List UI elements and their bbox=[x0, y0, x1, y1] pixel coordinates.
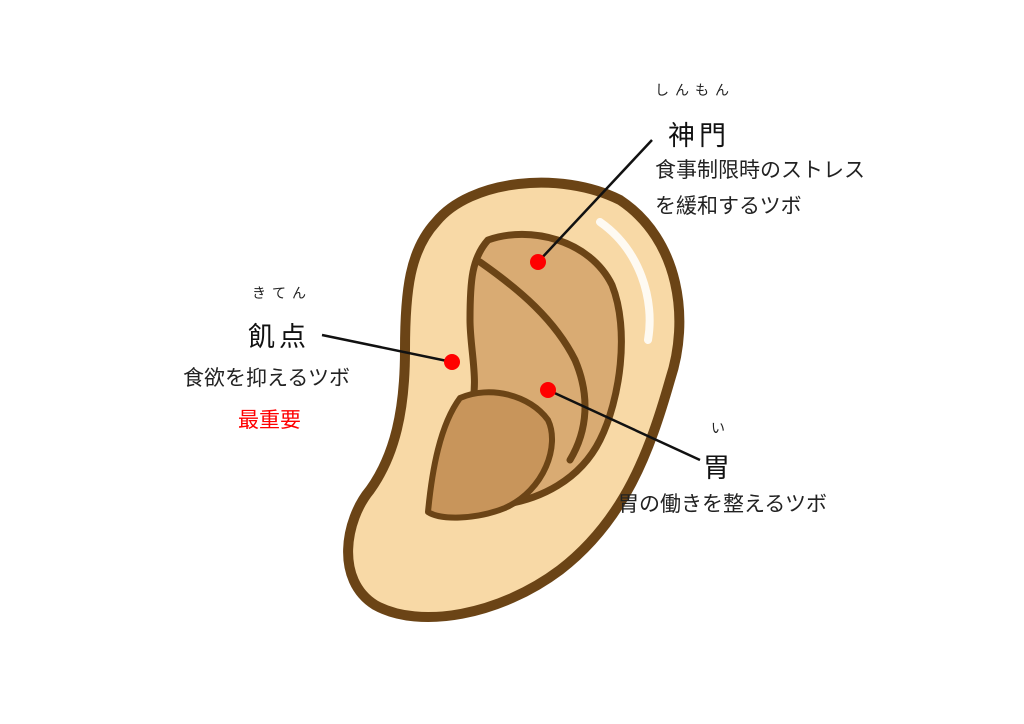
i-name: 胃 bbox=[703, 453, 734, 484]
kiten-description: 食欲を抑えるツボ bbox=[183, 366, 350, 390]
helix-highlight bbox=[596, 218, 654, 344]
kiten-importance-note: 最重要 bbox=[238, 408, 301, 432]
leader-line-i bbox=[547, 388, 701, 462]
antihelix bbox=[476, 258, 589, 464]
leader-line-shinmon bbox=[537, 139, 653, 263]
leader-line-kiten bbox=[321, 333, 453, 364]
kiten-reading: きてん bbox=[252, 286, 312, 302]
i-description: 胃の働きを整えるツボ bbox=[618, 492, 827, 516]
kiten-name: 飢点 bbox=[248, 322, 310, 353]
shinmon-description-line-2: を緩和するツボ bbox=[655, 194, 802, 218]
shinmon-name: 神門 bbox=[668, 121, 730, 152]
shinmon-reading: しんもん bbox=[655, 83, 735, 99]
concha-cavity bbox=[425, 389, 555, 521]
point-i bbox=[540, 382, 556, 398]
point-kiten bbox=[444, 354, 460, 370]
shinmon-description-line-1: 食事制限時のストレス bbox=[655, 158, 865, 182]
point-shinmon bbox=[530, 254, 546, 270]
i-reading: い bbox=[711, 421, 731, 437]
